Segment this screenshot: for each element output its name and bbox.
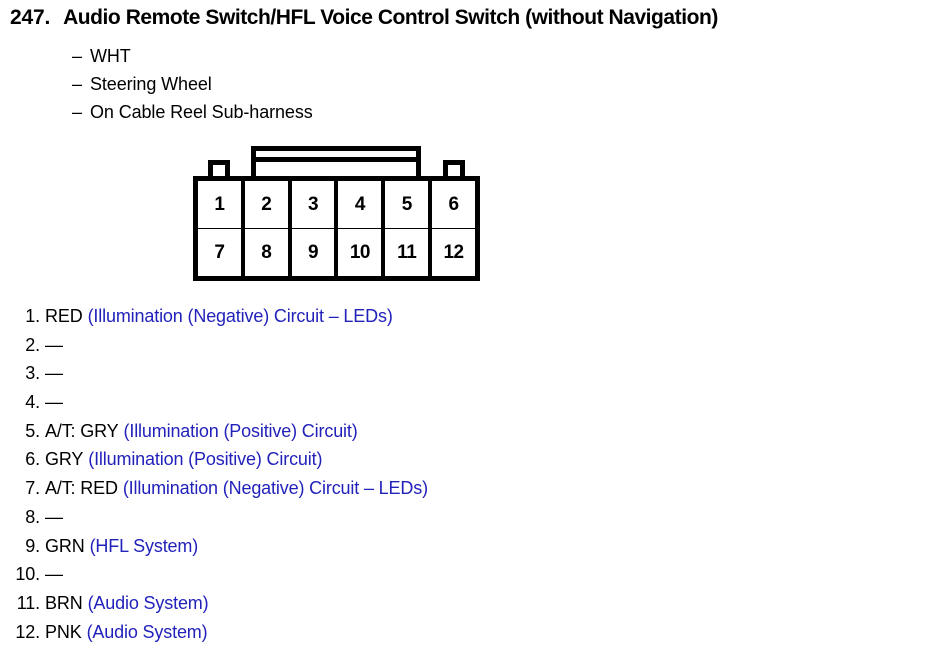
pin-list-item: 1. RED (Illumination (Negative) Circuit …: [0, 306, 934, 335]
connector-body: 1 2 3 4 5 6 7 8 9 10 11 12: [193, 176, 480, 281]
pin-list-item: 3. —: [0, 363, 934, 392]
pin-cell: 1: [198, 181, 241, 228]
pin-circuit-description: (Illumination (Negative) Circuit – LEDs): [87, 306, 393, 326]
pin-cell: 10: [338, 229, 382, 276]
pin-circuit-description: (Illumination (Positive) Circuit): [123, 420, 358, 441]
pin-number: 10.: [15, 564, 40, 585]
pin-list-item: 4. —: [0, 392, 934, 421]
pin-list-item: 8. —: [0, 507, 934, 536]
pin-list-item: 2. —: [0, 335, 934, 364]
pin-list-item: 5. A/T: GRY (Illumination (Positive) Cir…: [0, 421, 934, 450]
dash-glyph: –: [72, 74, 82, 94]
pin-list-item: 9. GRN (HFL System): [0, 536, 934, 565]
sub-notes-list: –WHT –Steering Wheel –On Cable Reel Sub-…: [72, 42, 313, 126]
item-number: 247.: [10, 6, 51, 29]
pin-number: 2.: [25, 334, 40, 355]
pin-cell: 2: [244, 181, 288, 228]
pin-wire-color: A/T: GRY: [45, 420, 119, 441]
sub-note: –On Cable Reel Sub-harness: [72, 98, 313, 126]
pin-cell: 12: [432, 229, 475, 276]
sub-note: –WHT: [72, 42, 313, 70]
pin-circuit-description: (Illumination (Negative) Circuit – LEDs): [122, 478, 428, 499]
pin-cell: 6: [432, 181, 475, 228]
pin-assignment-list: 1. RED (Illumination (Negative) Circuit …: [0, 306, 934, 650]
pin-wire-color: GRN: [45, 535, 85, 556]
sub-note: –Steering Wheel: [72, 70, 313, 98]
pin-number: 5.: [25, 420, 40, 441]
pin-list-item: 7. A/T: RED (Illumination (Negative) Cir…: [0, 478, 934, 507]
pin-number: 11.: [16, 592, 40, 613]
pin-wire-color: —: [45, 363, 63, 384]
connector-center-tab-line: [253, 157, 419, 162]
connector-row-top: 1 2 3 4 5 6: [198, 181, 475, 228]
pin-circuit-description: (Audio System): [86, 621, 208, 642]
sub-note-label: On Cable Reel Sub-harness: [90, 102, 313, 122]
item-title: Audio Remote Switch/HFL Voice Control Sw…: [63, 6, 718, 29]
pin-number: 7.: [25, 478, 40, 499]
pin-number: 12.: [15, 621, 40, 642]
pin-list-item: 6. GRY (Illumination (Positive) Circuit): [0, 449, 934, 478]
pin-wire-color: —: [45, 564, 63, 585]
pin-list-item: 12. PNK (Audio System): [0, 622, 934, 651]
pin-wire-color: GRY: [45, 449, 84, 470]
pin-wire-color: —: [45, 506, 63, 527]
connector-notch-right: [443, 160, 465, 178]
pin-cell: 7: [198, 229, 241, 276]
pin-number: 4.: [25, 392, 40, 413]
pin-number: 3.: [25, 363, 40, 384]
pin-wire-color: RED: [45, 306, 83, 326]
dash-glyph: –: [72, 46, 82, 66]
pin-wire-color: —: [45, 392, 63, 413]
sub-note-label: WHT: [90, 46, 131, 66]
pin-cell: 3: [291, 181, 335, 228]
pin-list-item: 10. —: [0, 564, 934, 593]
pin-number: 1.: [25, 306, 40, 326]
pin-number: 9.: [25, 535, 40, 556]
pin-number: 8.: [25, 506, 40, 527]
connector-row-bottom: 7 8 9 10 11 12: [198, 229, 475, 276]
pin-cell: 8: [244, 229, 288, 276]
pin-number: 6.: [25, 449, 40, 470]
sub-note-label: Steering Wheel: [90, 74, 212, 94]
connector-notch-left: [208, 160, 230, 178]
pin-wire-color: —: [45, 334, 63, 355]
pin-wire-color: A/T: RED: [45, 478, 118, 499]
pin-circuit-description: (Audio System): [87, 592, 209, 613]
pin-circuit-description: (Illumination (Positive) Circuit): [88, 449, 323, 470]
connector-diagram: 1 2 3 4 5 6 7 8 9 10 11 12: [193, 146, 480, 281]
pin-cell: 4: [338, 181, 382, 228]
pin-cell: 11: [385, 229, 429, 276]
pin-list-item: 11. BRN (Audio System): [0, 593, 934, 622]
pin-cell: 9: [291, 229, 335, 276]
page-title: 247. Audio Remote Switch/HFL Voice Contro…: [10, 6, 934, 30]
pin-circuit-description: (HFL System): [89, 535, 199, 556]
dash-glyph: –: [72, 102, 82, 122]
pin-wire-color: BRN: [45, 592, 83, 613]
pin-cell: 5: [385, 181, 429, 228]
pin-wire-color: PNK: [45, 621, 82, 642]
